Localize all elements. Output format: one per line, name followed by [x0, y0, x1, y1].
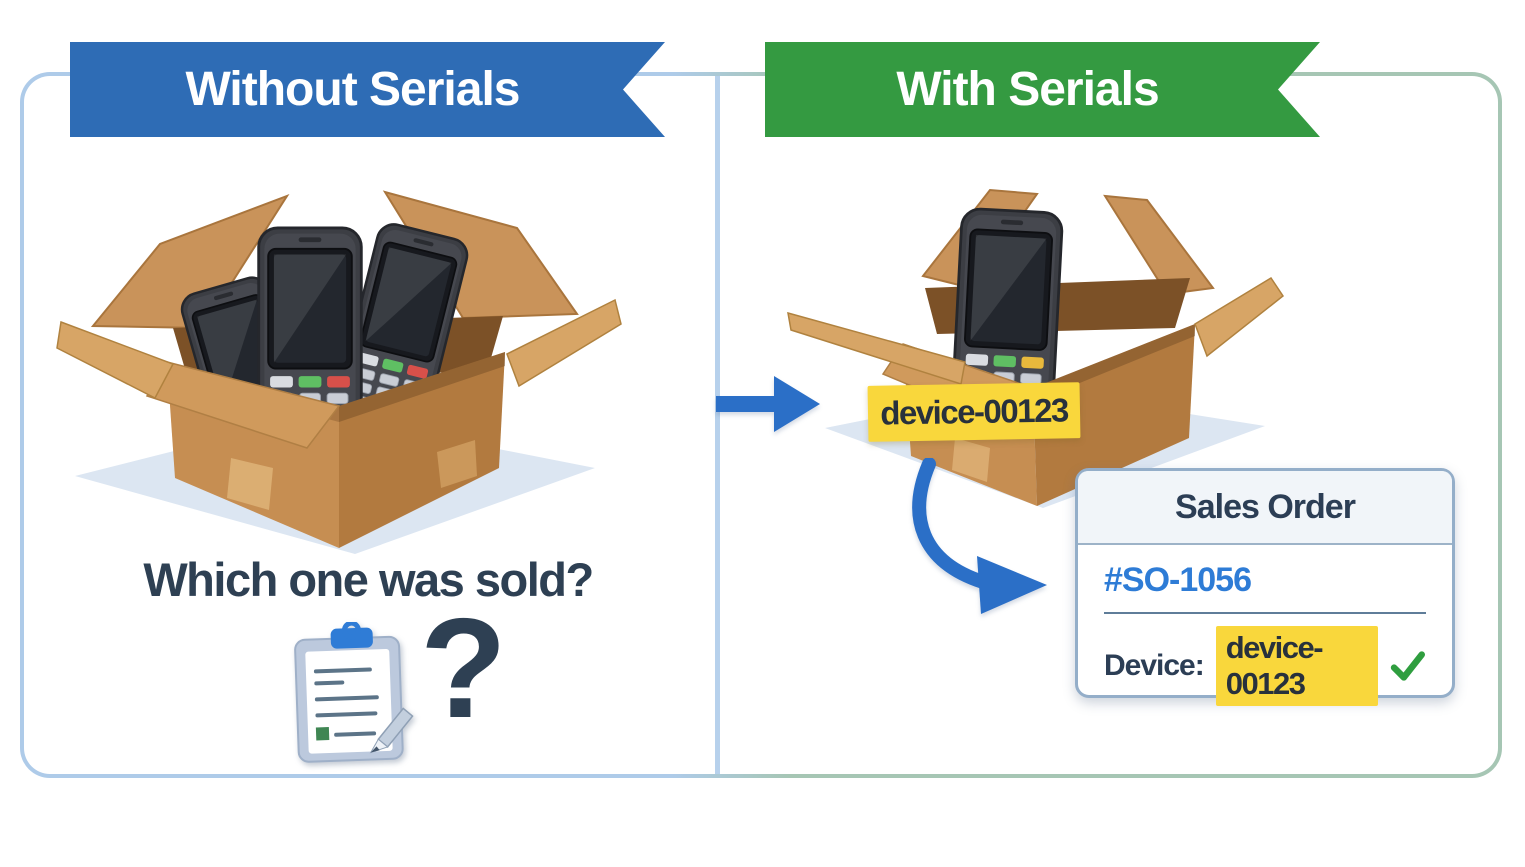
device-row: Device: device-00123	[1104, 626, 1426, 706]
clipboard-icon	[294, 622, 414, 763]
sales-order-card: Sales Order #SO-1056 Device: device-0012…	[1075, 468, 1455, 706]
ribbon-with-serials-label: With Serials	[896, 63, 1159, 116]
tape-patch	[437, 440, 477, 488]
check-icon	[1391, 651, 1426, 681]
checkbox-icon	[315, 726, 330, 741]
open-box-three-devices-illustration	[56, 190, 622, 554]
device-field-value: device-00123	[1215, 626, 1379, 706]
ribbon-without-serials: Without Serials	[70, 42, 665, 137]
tape-patch	[227, 458, 273, 510]
card-divider	[1104, 612, 1426, 614]
serial-tag: device-00123	[867, 382, 1081, 442]
curved-arrow-icon	[912, 458, 1047, 614]
sales-order-header: Sales Order	[1078, 471, 1452, 545]
ribbon-with-serials: With Serials	[765, 42, 1320, 137]
panel-divider	[715, 76, 720, 774]
arrow-right-icon	[716, 376, 820, 432]
device-field-label: Device:	[1104, 649, 1205, 682]
ribbon-without-serials-label: Without Serials	[185, 63, 520, 116]
serial-tag-label: device-00123	[879, 391, 1069, 432]
sales-order-title: Sales Order	[1175, 487, 1356, 526]
question-heading: Which one was sold?	[143, 553, 594, 606]
tape-patch	[952, 438, 990, 482]
sales-order-number: #SO-1056	[1104, 561, 1252, 599]
pencil-icon	[369, 707, 414, 754]
question-mark-icon: ?	[420, 589, 507, 748]
sales-order-body: #SO-1056 Device: device-00123	[1078, 545, 1452, 706]
